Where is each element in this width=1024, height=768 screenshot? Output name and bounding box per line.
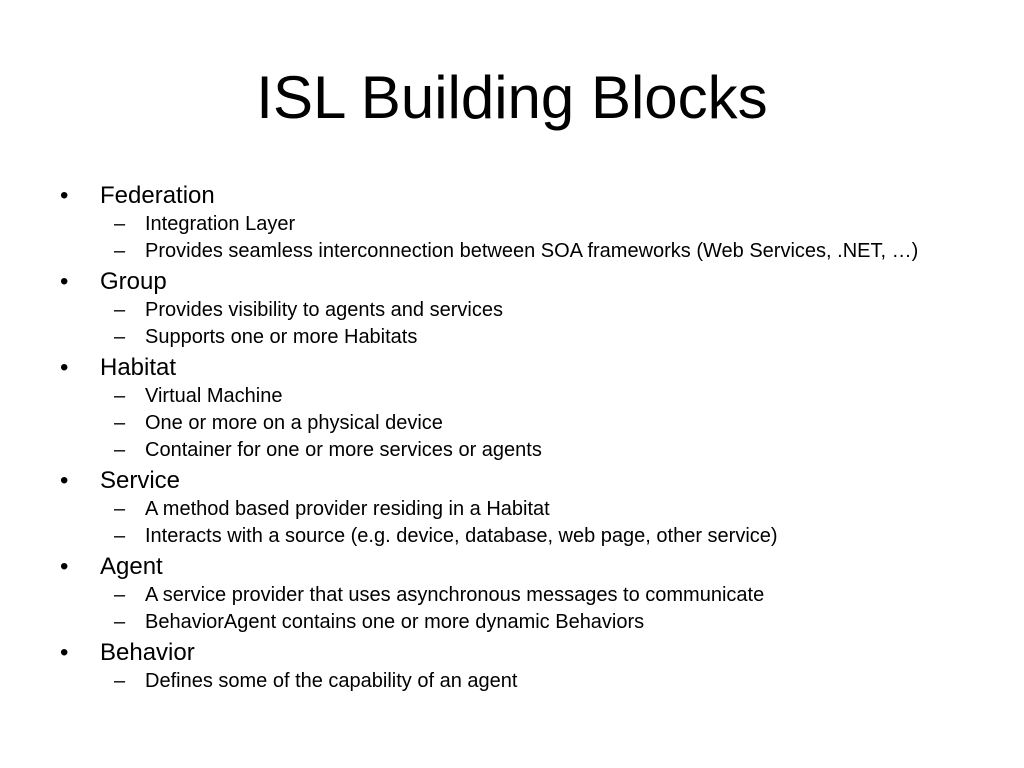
bullet-dot-icon: • [60, 639, 69, 666]
dash-icon: – [114, 525, 126, 547]
bullet-item-federation: • Federation [60, 182, 960, 210]
dash-icon: – [114, 385, 126, 407]
dash-icon: – [114, 412, 126, 434]
sub-item-label: Integration Layer [145, 213, 296, 235]
sub-item: – Interacts with a source (e.g. device, … [60, 525, 960, 548]
sub-item: – Virtual Machine [60, 385, 960, 408]
bullet-label: Group [100, 268, 167, 295]
sub-item-label: A method based provider residing in a Ha… [145, 498, 550, 520]
sub-item-label: One or more on a physical device [145, 412, 443, 434]
sub-item: – BehaviorAgent contains one or more dyn… [60, 611, 960, 634]
sub-item-label: Provides seamless interconnection betwee… [145, 240, 919, 262]
dash-icon: – [114, 584, 126, 606]
dash-icon: – [114, 299, 126, 321]
bullet-item-service: • Service [60, 467, 960, 495]
dash-icon: – [114, 670, 126, 692]
dash-icon: – [114, 213, 126, 235]
sub-item: – One or more on a physical device [60, 412, 960, 435]
bullet-label: Service [100, 467, 181, 494]
bullet-dot-icon: • [60, 354, 69, 381]
sub-item-label: Virtual Machine [145, 385, 283, 407]
bullet-list: • Federation – Integration Layer – Provi… [60, 180, 960, 693]
bullet-label: Behavior [100, 639, 195, 666]
bullet-label: Habitat [100, 354, 177, 381]
bullet-item-group: • Group [60, 268, 960, 296]
bullet-dot-icon: • [60, 268, 69, 295]
bullet-item-agent: • Agent [60, 553, 960, 581]
bullet-item-behavior: • Behavior [60, 639, 960, 667]
bullet-dot-icon: • [60, 182, 69, 209]
bullet-label: Agent [100, 553, 163, 580]
dash-icon: – [114, 498, 126, 520]
sub-item: – Container for one or more services or … [60, 439, 960, 462]
sub-item-label: Supports one or more Habitats [145, 326, 418, 348]
sub-item-label: Provides visibility to agents and servic… [145, 299, 503, 321]
sub-item-label: Interacts with a source (e.g. device, da… [145, 525, 778, 547]
dash-icon: – [114, 240, 126, 262]
bullet-dot-icon: • [60, 553, 69, 580]
sub-item-label: Container for one or more services or ag… [145, 439, 542, 461]
bullet-label: Federation [100, 182, 215, 209]
sub-item: – A method based provider residing in a … [60, 498, 960, 521]
sub-item-label: BehaviorAgent contains one or more dynam… [145, 611, 645, 633]
dash-icon: – [114, 326, 126, 348]
sub-item: – Integration Layer [60, 213, 960, 236]
sub-item-label: A service provider that uses asynchronou… [145, 584, 765, 606]
sub-item: – Defines some of the capability of an a… [60, 670, 960, 693]
dash-icon: – [114, 611, 126, 633]
slide-title: ISL Building Blocks [256, 64, 768, 131]
sub-item: – A service provider that uses asynchron… [60, 584, 960, 607]
sub-item: – Provides visibility to agents and serv… [60, 299, 960, 322]
bullet-dot-icon: • [60, 467, 69, 494]
sub-item: – Provides seamless interconnection betw… [60, 240, 960, 263]
sub-item: – Supports one or more Habitats [60, 326, 960, 349]
sub-item-label: Defines some of the capability of an age… [145, 670, 518, 692]
dash-icon: – [114, 439, 126, 461]
bullet-item-habitat: • Habitat [60, 354, 960, 382]
